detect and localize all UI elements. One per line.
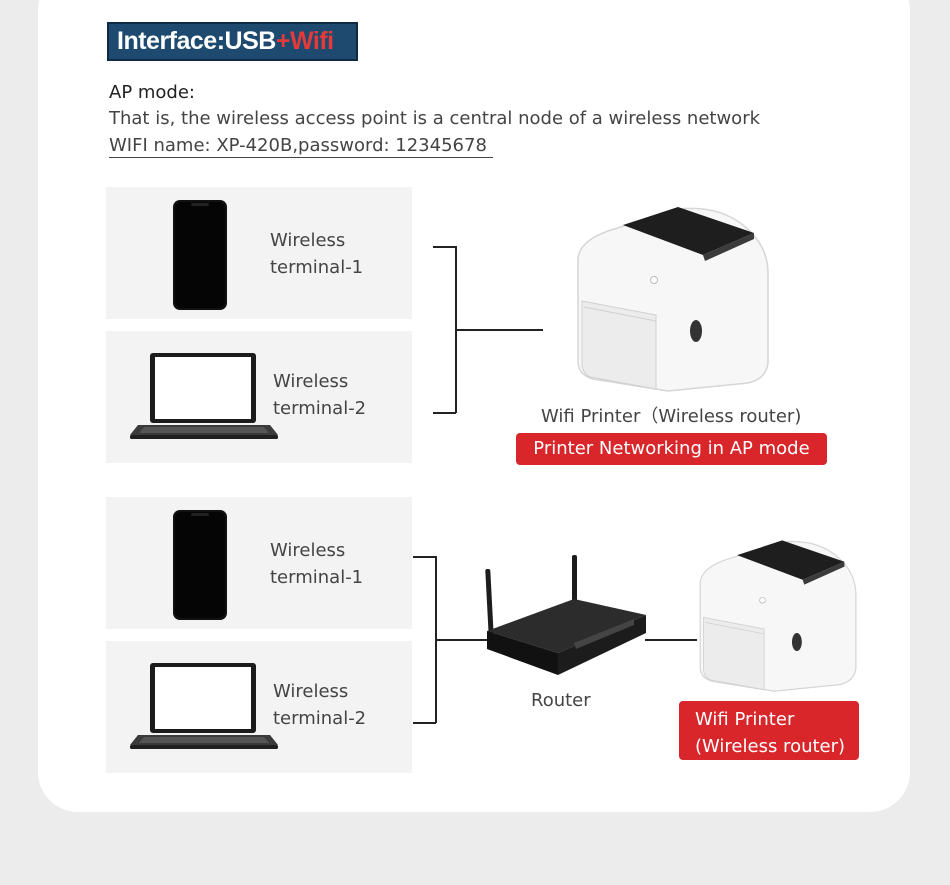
connector-line xyxy=(413,722,436,724)
router-icon xyxy=(484,553,650,683)
ap-mode-tag: Printer Networking in AP mode xyxy=(516,433,827,465)
laptop-icon xyxy=(128,661,280,751)
title-wifi: Wifi xyxy=(290,27,334,55)
connector-line xyxy=(455,329,543,331)
terminal-label-line2: terminal-2 xyxy=(273,395,366,422)
terminal-label: Wireless terminal-1 xyxy=(270,227,363,281)
terminal-panel-2: Wireless terminal-2 xyxy=(106,331,412,463)
connector-line xyxy=(413,556,436,558)
terminal-label-line1: Wireless xyxy=(273,368,366,395)
ap-mode-wifi-info: WIFI name: XP-420B,password: 12345678 xyxy=(109,135,493,158)
terminal-label-line1: Wireless xyxy=(273,678,366,705)
laptop-icon xyxy=(128,351,280,441)
printer-icon xyxy=(568,203,773,393)
terminal-label-line2: terminal-1 xyxy=(270,254,363,281)
terminal-label: Wireless terminal-2 xyxy=(273,368,366,422)
connector-line xyxy=(645,639,697,641)
ap-mode-description: That is, the wireless access point is a … xyxy=(109,108,760,129)
terminal-label-line1: Wireless xyxy=(270,227,363,254)
printer-caption: Wifi Printer（Wireless router) xyxy=(541,402,801,428)
terminal-label-line1: Wireless xyxy=(270,537,363,564)
title-plus: + xyxy=(276,27,290,55)
terminal-label: Wireless terminal-1 xyxy=(270,537,363,591)
connector-line xyxy=(433,246,456,248)
printer-icon xyxy=(692,535,860,695)
terminal-panel-3: Wireless terminal-1 xyxy=(106,497,412,629)
terminal-panel-1: Wireless terminal-1 xyxy=(106,187,412,319)
terminal-label-line2: terminal-2 xyxy=(273,705,366,732)
interface-title-badge: Interface:USB+Wifi xyxy=(107,22,358,61)
terminal-label: Wireless terminal-2 xyxy=(273,678,366,732)
router-caption: Router xyxy=(531,690,591,711)
connector-line xyxy=(433,412,456,414)
ap-mode-heading: AP mode: xyxy=(109,82,195,103)
smartphone-icon xyxy=(171,509,229,621)
wifi-printer-tag: Wifi Printer (Wireless router) xyxy=(679,701,859,760)
terminal-label-line2: terminal-1 xyxy=(270,564,363,591)
connector-line xyxy=(435,639,487,641)
wifi-printer-tag-line1: Wifi Printer xyxy=(695,706,859,733)
wifi-printer-tag-line2: (Wireless router) xyxy=(695,733,859,760)
title-prefix: Interface:USB xyxy=(117,27,276,55)
terminal-panel-4: Wireless terminal-2 xyxy=(106,641,412,773)
smartphone-icon xyxy=(171,199,229,311)
